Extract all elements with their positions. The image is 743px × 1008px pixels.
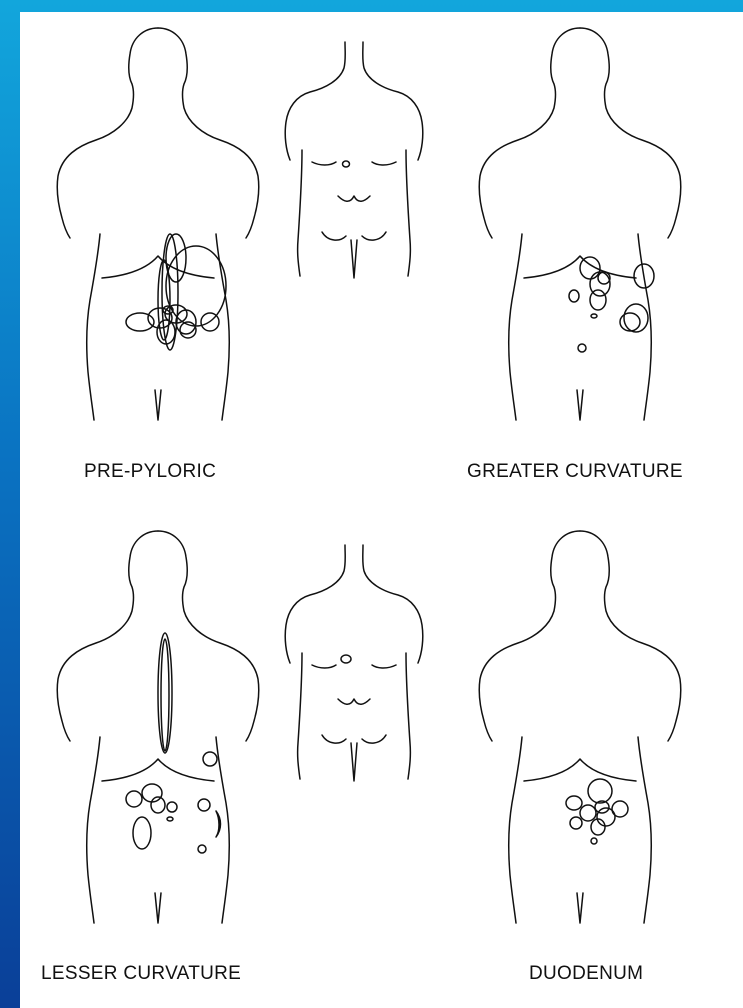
panel-greater-curvature: [479, 28, 681, 420]
lesion-markers: [126, 633, 221, 853]
back-body-outline: [479, 28, 681, 420]
panel-duodenum: [479, 531, 681, 923]
lesion-markers: [566, 779, 628, 844]
front-navel-marker: [343, 161, 350, 167]
caption-pre-pyloric: PRE-PYLORIC: [84, 461, 216, 483]
panel-pre-pyloric: [57, 28, 423, 420]
lesion-markers: [569, 257, 654, 352]
panel-lesser-curvature: [57, 531, 423, 923]
back-body-outline: [479, 531, 681, 923]
front-torso-outline: [285, 545, 423, 781]
lesion-markers: [126, 234, 226, 350]
front-torso-outline: [285, 42, 423, 278]
back-body-outline: [57, 28, 259, 420]
back-body-outline: [57, 531, 259, 923]
caption-duodenum: DUODENUM: [529, 963, 643, 985]
caption-lesser-curvature: LESSER CURVATURE: [41, 963, 241, 985]
caption-greater-curvature: GREATER CURVATURE: [467, 461, 683, 483]
front-navel-marker: [341, 655, 351, 663]
